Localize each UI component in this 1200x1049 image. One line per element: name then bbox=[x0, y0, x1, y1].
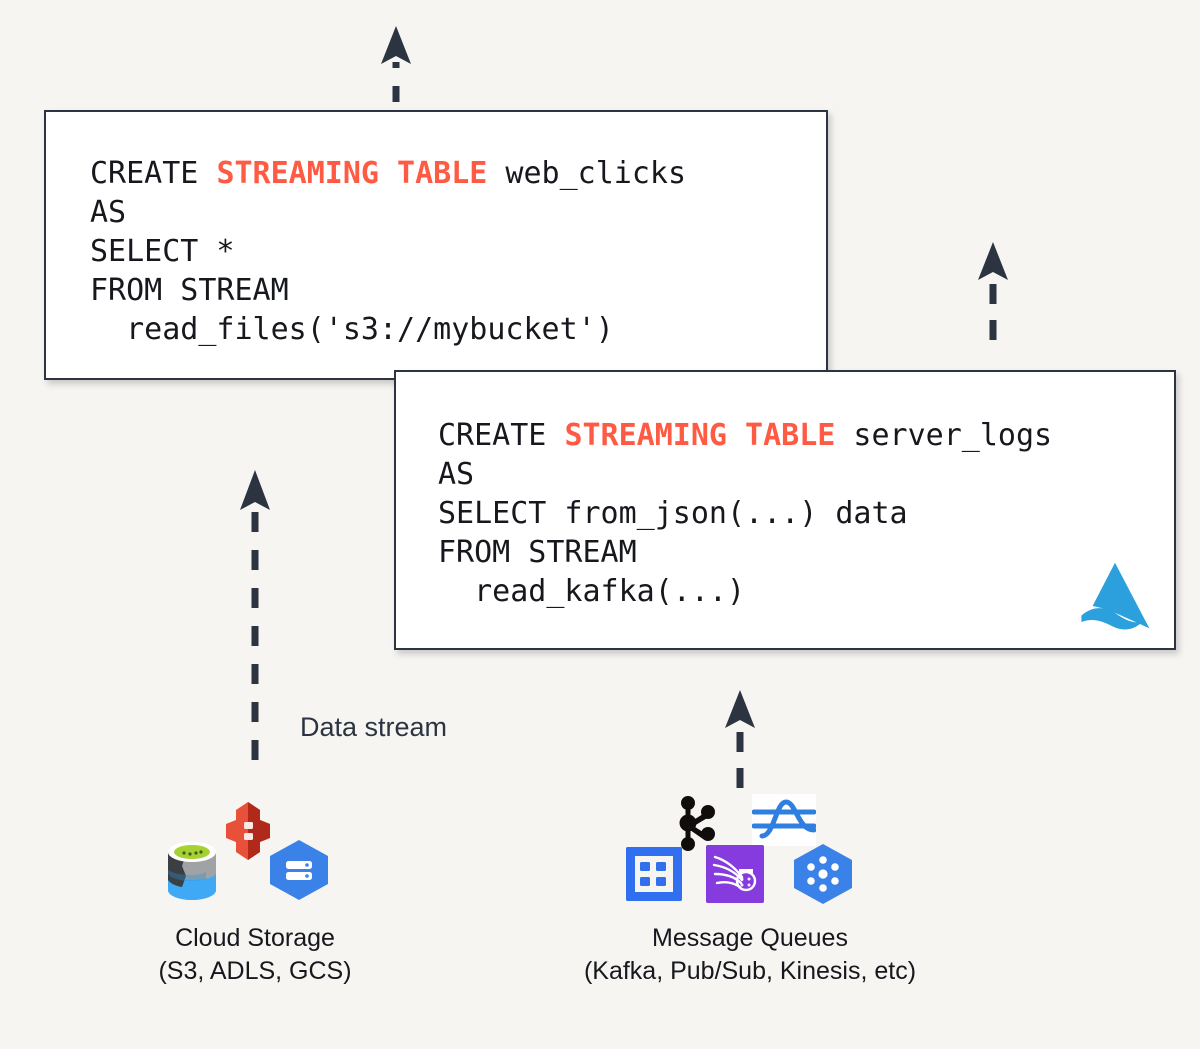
code-line: FROM STREAM bbox=[438, 535, 637, 570]
google-pubsub-icon bbox=[794, 844, 852, 904]
message-queues-label: Message Queues (Kafka, Pub/Sub, Kinesis,… bbox=[555, 922, 945, 988]
code-line: SELECT * bbox=[90, 234, 235, 269]
code-line: SELECT from_json(...) data bbox=[438, 496, 908, 531]
cloud-storage-icons bbox=[150, 790, 370, 910]
keyword-streaming-table: STREAMING TABLE bbox=[216, 156, 488, 191]
code-line: read_files('s3://mybucket') bbox=[90, 312, 614, 347]
code-box-web-clicks[interactable]: CREATE STREAMING TABLE web_clicks AS SEL… bbox=[44, 110, 828, 380]
arrow-right-out bbox=[978, 242, 1008, 340]
apache-kafka-icon bbox=[679, 796, 715, 851]
code-line: FROM STREAM bbox=[90, 273, 289, 308]
cloud-storage-subtitle: (S3, ADLS, GCS) bbox=[158, 957, 352, 985]
message-queues-title: Message Queues bbox=[652, 924, 848, 952]
code-line: read_kafka(...) bbox=[438, 574, 746, 609]
apache-pulsar-icon bbox=[706, 845, 764, 903]
delta-streaming-logo-icon bbox=[1081, 562, 1150, 630]
aws-s3-icon bbox=[226, 802, 270, 860]
keyword-streaming-table: STREAMING TABLE bbox=[564, 418, 836, 453]
arrow-top-out bbox=[381, 26, 411, 102]
code-text-server-logs: CREATE STREAMING TABLE server_logs AS SE… bbox=[438, 416, 1052, 611]
code-box-server-logs[interactable]: CREATE STREAMING TABLE server_logs AS SE… bbox=[394, 370, 1176, 650]
message-queues-subtitle: (Kafka, Pub/Sub, Kinesis, etc) bbox=[583, 957, 917, 985]
cloud-storage-label: Cloud Storage (S3, ADLS, GCS) bbox=[110, 922, 400, 988]
azure-data-lake-storage-icon bbox=[168, 842, 216, 900]
azure-event-hubs-icon bbox=[626, 847, 682, 901]
data-stream-label: Data stream bbox=[300, 712, 448, 742]
code-line: AS bbox=[90, 195, 127, 230]
code-text-web-clicks: CREATE STREAMING TABLE web_clicks AS SEL… bbox=[90, 154, 686, 349]
aws-kinesis-icon bbox=[752, 794, 816, 846]
code-line: CREATE STREAMING TABLE web_clicks bbox=[90, 156, 687, 191]
code-line: AS bbox=[438, 457, 475, 492]
google-cloud-storage-icon bbox=[270, 840, 328, 900]
code-line: CREATE STREAMING TABLE server_logs bbox=[438, 418, 1053, 453]
message-queues-icons bbox=[610, 790, 880, 910]
cloud-storage-title: Cloud Storage bbox=[175, 924, 335, 952]
arrow-message-queues-to-box2 bbox=[725, 690, 755, 788]
arrow-cloud-storage-to-box1 bbox=[240, 470, 270, 760]
